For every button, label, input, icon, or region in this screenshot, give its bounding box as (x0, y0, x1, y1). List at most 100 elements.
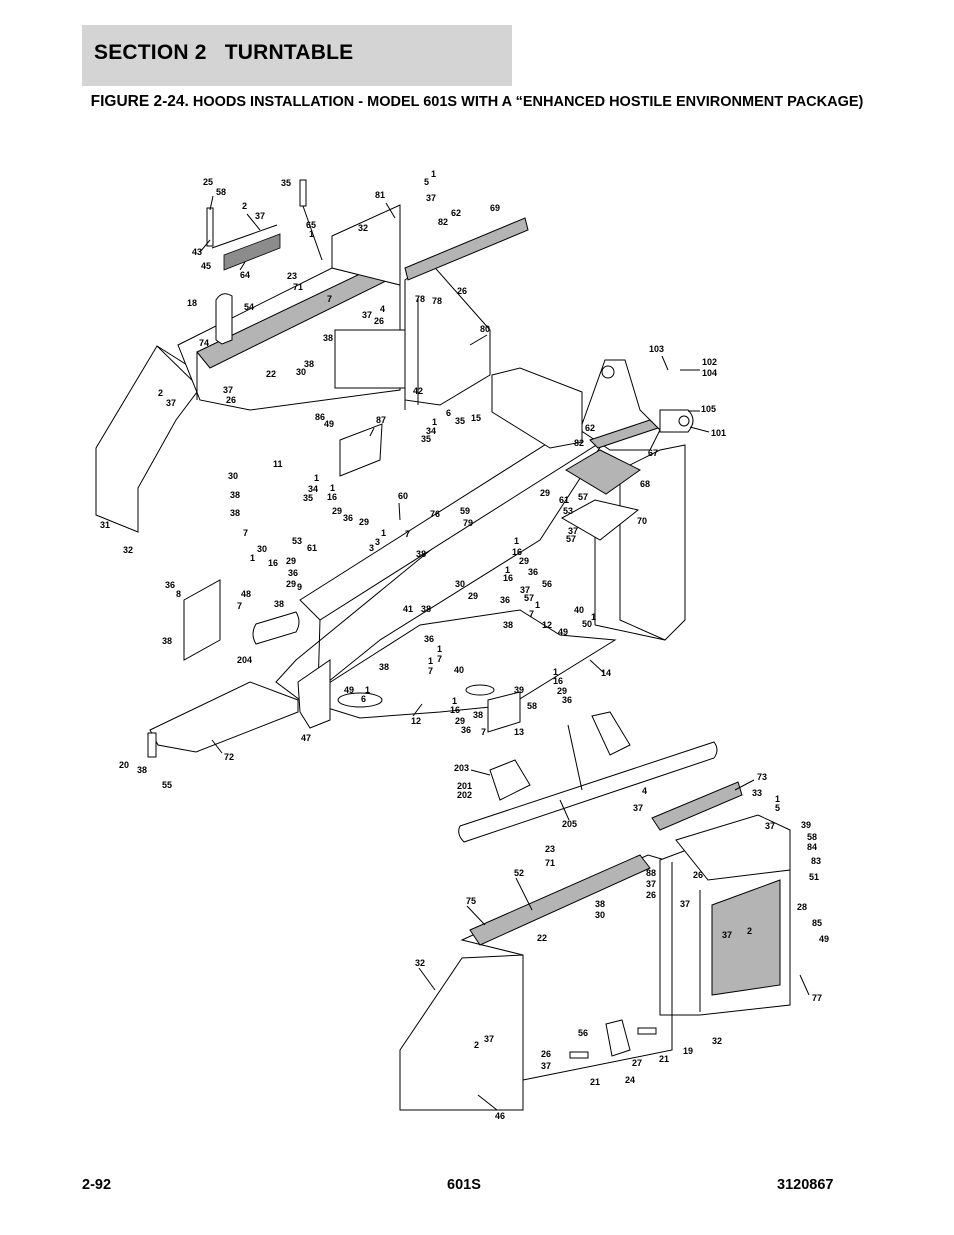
callout: 2 (242, 201, 247, 211)
callout: 38 (274, 599, 284, 609)
callout: 36 (165, 580, 175, 590)
callout: 5 (775, 803, 780, 813)
callout: 39 (514, 685, 524, 695)
callout: 1 (505, 565, 510, 575)
callout: 38 (503, 620, 513, 630)
callouts-frame-lower: 41 38 30 29 36 37 57 1 7 38 12 49 40 1 5… (119, 579, 611, 829)
callout: 1 (431, 169, 436, 179)
callout: 1 (314, 473, 319, 483)
callout: 2 (747, 926, 752, 936)
callout: 1 (250, 553, 255, 563)
callout: 202 (457, 790, 472, 800)
callout: 29 (519, 556, 529, 566)
callout: 38 (595, 899, 605, 909)
callout: 37 (362, 310, 372, 320)
callout: 30 (595, 910, 605, 920)
callout: 38 (304, 359, 314, 369)
callout: 38 (230, 508, 240, 518)
callout: 37 (520, 585, 530, 595)
leader-lines (199, 195, 810, 1111)
callout: 204 (237, 655, 252, 665)
callout: 36 (461, 725, 471, 735)
callout: 23 (287, 271, 297, 281)
callout: 37 (223, 385, 233, 395)
callout: 58 (527, 701, 537, 711)
callout: 35 (281, 178, 291, 188)
callout: 82 (574, 438, 584, 448)
callout: 86 (315, 412, 325, 422)
callout: 3 (369, 543, 374, 553)
callout: 24 (625, 1075, 635, 1085)
callout: 16 (553, 676, 563, 686)
callout: 59 (460, 506, 470, 516)
callout: 36 (343, 513, 353, 523)
callout: 37 (541, 1061, 551, 1071)
callout: 102 (702, 357, 717, 367)
callout: 62 (585, 423, 595, 433)
callout: 68 (640, 479, 650, 489)
callouts-top-left-hood: 25 58 35 2 37 43 45 64 65 1 23 71 18 54 … (100, 169, 500, 555)
callout: 29 (455, 716, 465, 726)
callout: 26 (646, 890, 656, 900)
callout: 203 (454, 763, 469, 773)
callout: 40 (454, 665, 464, 675)
figure-caption: FIGURE 2-24. HOODS INSTALLATION - MODEL … (82, 92, 872, 112)
callout: 60 (398, 491, 408, 501)
callout: 36 (500, 595, 510, 605)
callout: 16 (512, 547, 522, 557)
callout: 7 (529, 609, 534, 619)
callout: 1 (437, 644, 442, 654)
callout: 6 (361, 694, 366, 704)
callout: 8 (176, 589, 181, 599)
callout: 15 (471, 413, 481, 423)
callout: 71 (293, 282, 303, 292)
lower-right-hood-assembly (399, 781, 791, 1111)
callout: 22 (537, 933, 547, 943)
callout: 49 (344, 685, 354, 695)
callout: 103 (649, 344, 664, 354)
callout: 32 (712, 1036, 722, 1046)
callout: 35 (303, 493, 313, 503)
callout: 47 (301, 733, 311, 743)
callout: 36 (528, 567, 538, 577)
section-title: SECTION 2 TURNTABLE (94, 41, 354, 64)
callout: 36 (562, 695, 572, 705)
turntable-frame (147, 359, 718, 843)
callout: 35 (421, 434, 431, 444)
callout: 53 (292, 536, 302, 546)
callout: 49 (819, 934, 829, 944)
callout: 1 (452, 696, 457, 706)
callout: 46 (495, 1111, 505, 1121)
callout: 51 (809, 872, 819, 882)
callout: 65 (306, 220, 316, 230)
callout: 64 (240, 270, 250, 280)
callout: 84 (807, 842, 817, 852)
callout: 1 (365, 685, 370, 695)
callout: 57 (524, 593, 534, 603)
callout: 69 (490, 203, 500, 213)
callout: 32 (358, 223, 368, 233)
callout: 32 (415, 958, 425, 968)
callout: 53 (563, 506, 573, 516)
callout: 36 (424, 634, 434, 644)
callout: 37 (255, 211, 265, 221)
callout: 38 (473, 710, 483, 720)
callout: 49 (324, 419, 334, 429)
footer-page-number: 2-92 (82, 1177, 112, 1193)
callout: 13 (514, 727, 524, 737)
callout: 3 (375, 537, 380, 547)
callout: 55 (162, 780, 172, 790)
callout: 37 (484, 1034, 494, 1044)
callout: 205 (562, 819, 577, 829)
callout: 7 (237, 601, 242, 611)
callout: 61 (307, 543, 317, 553)
callout: 6 (446, 408, 451, 418)
callout: 22 (266, 369, 276, 379)
callout: 37 (722, 930, 732, 940)
callout: 4 (380, 304, 385, 314)
callout: 75 (466, 896, 476, 906)
callout: 201 (457, 781, 472, 791)
callout: 33 (752, 788, 762, 798)
callout: 29 (468, 591, 478, 601)
